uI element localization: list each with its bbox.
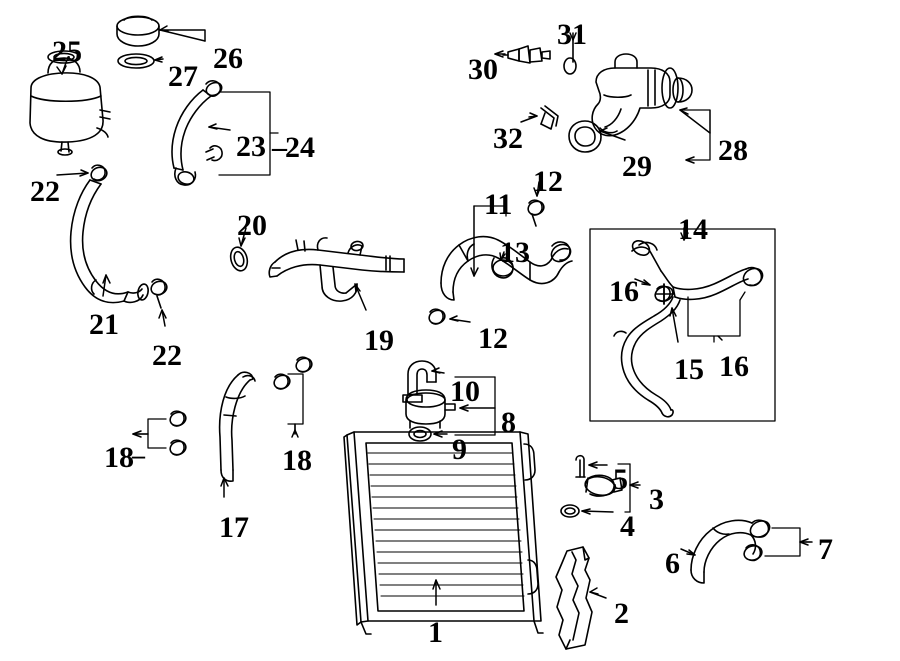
coolant-distribution-pipe: [268, 237, 405, 302]
o-ring-seal: [560, 504, 580, 518]
callout-26: 26: [213, 42, 243, 75]
vent-hose: [171, 80, 223, 186]
callout-bracket-24: [218, 91, 279, 176]
hose-clamp-12-upper: [527, 199, 545, 227]
callout-16-right: 16: [719, 350, 749, 383]
hose-clamp-set-right: [273, 356, 313, 390]
gasket-oval: [229, 246, 249, 272]
lower-radiator-hose: [690, 519, 771, 584]
callout-23: 23: [236, 130, 266, 163]
callout-16-left: 16: [609, 275, 639, 308]
air-guide-bracket: [555, 546, 593, 650]
callout-19: 19: [364, 324, 394, 357]
callout-5: 5: [613, 463, 628, 496]
coolant-pipe-clip: [575, 454, 586, 478]
coolant-expansion-tank: [29, 50, 111, 156]
coolant-temperature-sensor: [502, 45, 551, 64]
callout-22-upper: 22: [30, 175, 60, 208]
callout-20: 20: [237, 209, 267, 242]
callout-12-lower: 12: [478, 322, 508, 355]
callout-14: 14: [678, 213, 708, 246]
callout-21: 21: [89, 308, 119, 341]
callout-22-lower: 22: [152, 339, 182, 372]
coolant-return-pipe: [218, 371, 256, 482]
callout-6: 6: [665, 547, 680, 580]
seal-ring: [408, 426, 432, 442]
cap-seal: [117, 53, 155, 69]
sensor-retaining-clip: [563, 39, 577, 75]
callout-4: 4: [620, 510, 635, 543]
callout-9: 9: [452, 433, 467, 466]
hose-clamp-small: [584, 474, 623, 497]
callout-13: 13: [500, 236, 530, 269]
hose-clamp-tank-lower: [150, 278, 168, 309]
radiator: [343, 431, 544, 635]
callout-18-left: 18: [104, 441, 134, 474]
callout-30: 30: [468, 53, 498, 86]
callout-17: 17: [219, 511, 249, 544]
callout-10: 10: [450, 375, 480, 408]
callout-12-upper: 12: [533, 165, 563, 198]
callout-27: 27: [168, 60, 198, 93]
callout-24: 24: [285, 131, 315, 164]
thermostat-housing: [591, 53, 693, 137]
dash-24: –: [272, 131, 287, 164]
dash-18-left: –: [132, 441, 145, 470]
retaining-clip-pin: [540, 105, 559, 130]
callout-11: 11: [484, 188, 513, 221]
callout-7: 7: [818, 533, 833, 566]
callout-28: 28: [718, 134, 748, 167]
callout-2: 2: [614, 597, 629, 630]
heater-hose-assembly-panel: [589, 228, 776, 422]
callout-32: 32: [493, 122, 523, 155]
heater-hose-assembly: [613, 239, 764, 418]
hose-clamp-12-lower: [428, 308, 446, 325]
connector-fitting: [405, 389, 456, 429]
expansion-tank-hose: [69, 179, 149, 304]
callout-8: 8: [501, 406, 516, 439]
callout-bracket-16-right: [687, 291, 746, 343]
callout-31: 31: [557, 18, 587, 51]
upper-hose-assembly: [440, 235, 573, 301]
callout-1: 1: [428, 616, 443, 649]
hose-clamp-set-left: [169, 410, 187, 456]
housing-gasket: [568, 120, 602, 153]
callout-3: 3: [649, 483, 664, 516]
hose-clamp-tank-upper: [90, 164, 108, 182]
callout-29: 29: [622, 150, 652, 183]
leader-lines: [56, 25, 813, 606]
expansion-tank-cap: [116, 15, 160, 47]
callout-15: 15: [674, 353, 704, 386]
callout-25: 25: [52, 35, 82, 68]
callout-18-right: 18: [282, 444, 312, 477]
